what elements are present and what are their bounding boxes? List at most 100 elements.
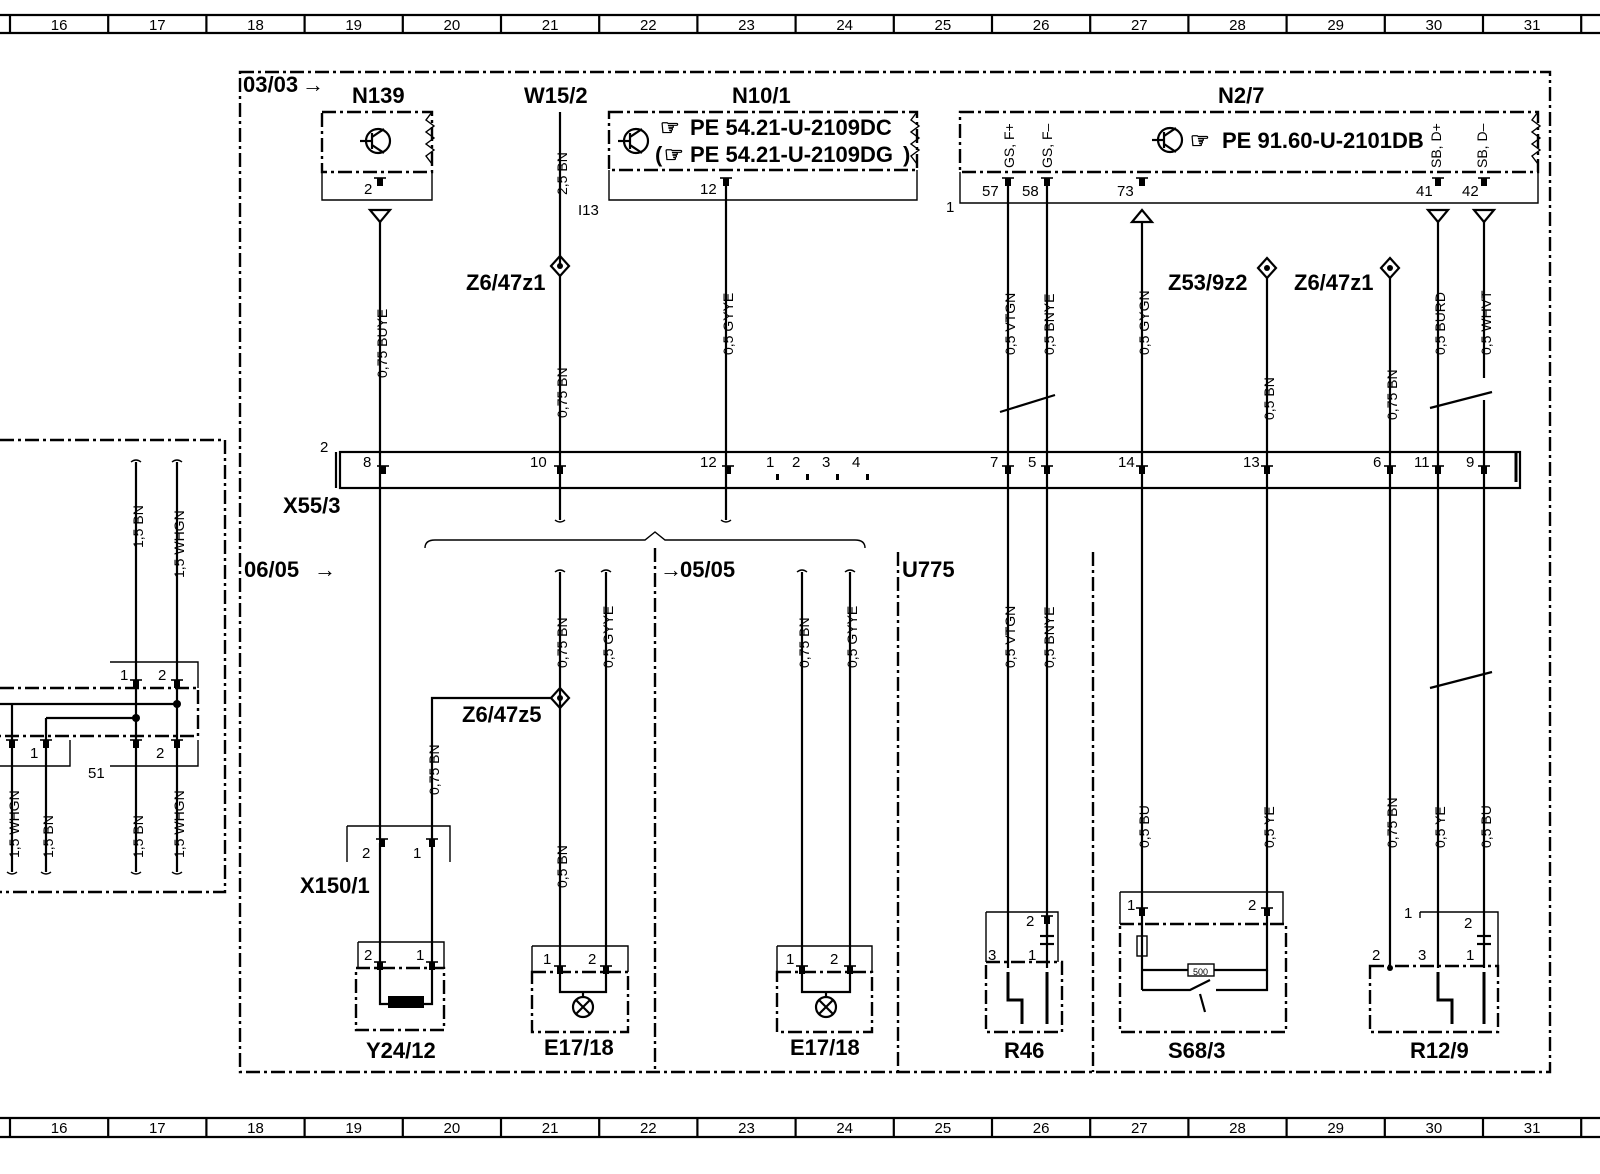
svg-text:0,5 GYYE: 0,5 GYYE	[600, 606, 616, 668]
svg-text:42: 42	[1462, 183, 1479, 200]
ruler-column-top: 28	[1229, 17, 1246, 34]
connector-x150-1: 2 1 X150/1	[300, 825, 451, 968]
svg-text:): )	[903, 142, 910, 167]
ruler-column-bottom: 20	[444, 1120, 461, 1137]
component-n139: N139 2	[320, 83, 436, 224]
svg-text:3: 3	[1418, 947, 1426, 964]
svg-text:0,5 YE: 0,5 YE	[1432, 806, 1448, 848]
svg-text:0,5 BN: 0,5 BN	[1261, 377, 1277, 420]
svg-text:3: 3	[988, 947, 996, 964]
svg-text:41: 41	[1416, 183, 1433, 200]
svg-text:1: 1	[946, 199, 954, 216]
svg-text:4: 4	[852, 454, 860, 471]
svg-text:0,5 BURD: 0,5 BURD	[1432, 292, 1448, 355]
component-label: X55/3	[283, 493, 341, 518]
ruler-column-bottom: 24	[836, 1120, 853, 1137]
svg-text:2: 2	[588, 951, 596, 968]
svg-text:2: 2	[362, 845, 370, 862]
component-s68-3: 1 2 500 S68/3	[1118, 891, 1288, 1063]
wire-n139: 0,75 BUYE	[374, 222, 390, 840]
svg-text:58: 58	[1022, 183, 1039, 200]
svg-text:1: 1	[416, 947, 424, 964]
ruler-column-top: 17	[149, 17, 166, 34]
sensor-icon	[1006, 972, 1049, 1024]
svg-text:1: 1	[1466, 947, 1474, 964]
signal-label: GS, F–	[1039, 123, 1055, 168]
arrow-up-icon	[1129, 208, 1155, 224]
svg-text:1: 1	[766, 454, 774, 471]
component-label: S68/3	[1168, 1038, 1226, 1063]
component-label: X150/1	[300, 873, 370, 898]
svg-text:7: 7	[990, 454, 998, 471]
wire-z53: Z53/9z2 0,5 BN 0,5 YE	[1168, 256, 1278, 910]
svg-text:0,75 BUYE: 0,75 BUYE	[374, 309, 390, 378]
ruler-column-bottom: 27	[1131, 1120, 1148, 1137]
svg-text:0,75 BN: 0,75 BN	[1384, 369, 1400, 420]
component-n2-7: N2/7 1 GS, F+ GS, F– SB, D+ SB, D– ☞ PE …	[946, 83, 1542, 224]
signal-label: GS, F+	[1001, 123, 1017, 168]
ruler-column-top: 23	[738, 17, 755, 34]
arrow-right-icon: →	[302, 72, 324, 97]
svg-text:0,75 BN: 0,75 BN	[554, 367, 570, 418]
svg-text:10: 10	[530, 454, 547, 471]
svg-text:0,5 YE: 0,5 YE	[1261, 806, 1277, 848]
svg-text:1: 1	[543, 951, 551, 968]
signal-label: SB, D+	[1428, 123, 1444, 168]
i13-label: I13	[578, 202, 599, 219]
ruler-column-bottom: 26	[1033, 1120, 1050, 1137]
wire-n2-57-58: 0,5 VTGN 0,5 BNYE 0,5 VTGN 0,5 BNYE	[999, 182, 1057, 968]
svg-text:12: 12	[700, 181, 717, 198]
svg-text:1,5 BN: 1,5 BN	[130, 815, 146, 858]
transistor-icon	[1152, 126, 1184, 154]
svg-text:0,5 BNYE: 0,5 BNYE	[1041, 607, 1057, 668]
wire-e17b: 0,75 BN 0,5 GYYE	[796, 569, 860, 968]
svg-text:2: 2	[364, 181, 372, 198]
wire-z6-right: Z6/47z1 0,75 BN 0,75 BN	[1294, 256, 1401, 968]
ruler-column-bottom: 18	[247, 1120, 264, 1137]
pe-reference-icon: ☞	[660, 115, 680, 140]
page-ref-left: 06/05	[244, 557, 299, 582]
ruler-column-top: 16	[51, 17, 68, 34]
svg-text:1,5 WHGN: 1,5 WHGN	[6, 790, 22, 858]
ruler-column-top: 21	[542, 17, 559, 34]
component-label: R12/9	[1410, 1038, 1469, 1063]
svg-text:8: 8	[363, 454, 371, 471]
component-r12-9: 1 2 3 1 2 R12/9	[1368, 905, 1500, 1063]
pe-reference: PE 54.21-U-2109DG	[690, 142, 893, 167]
svg-text:1: 1	[1404, 905, 1412, 922]
svg-text:0,75 BN: 0,75 BN	[554, 617, 570, 668]
svg-text:2: 2	[1026, 913, 1034, 930]
svg-text:1,5 BN: 1,5 BN	[130, 505, 146, 548]
ground-triangle-icon	[367, 208, 393, 224]
svg-text:2: 2	[320, 439, 328, 456]
ruler-column-top: 30	[1426, 17, 1443, 34]
ruler-column-bottom: 22	[640, 1120, 657, 1137]
svg-text:500: 500	[1193, 967, 1208, 977]
pe-reference: PE 54.21-U-2109DC	[690, 115, 892, 140]
svg-text:0,75 BN: 0,75 BN	[796, 617, 812, 668]
component-r46: 3 2 1 R46	[984, 911, 1064, 1063]
main-frame	[238, 70, 1552, 1074]
svg-text:3: 3	[822, 454, 830, 471]
ruler-column-top: 26	[1033, 17, 1050, 34]
component-y24-12: 2 1 Y24/12	[354, 941, 446, 1063]
svg-text:12: 12	[700, 454, 717, 471]
page-ref-in: 03/03	[243, 72, 298, 97]
svg-text:57: 57	[982, 183, 999, 200]
component-label: N2/7	[1218, 83, 1264, 108]
svg-text:1: 1	[120, 667, 128, 684]
component-label: N139	[352, 83, 405, 108]
arrow-right-icon: →	[660, 557, 682, 582]
wire-w15: 2,5 BN Z6/47z1 0,75 BN	[466, 112, 571, 523]
svg-text:1,5 BN: 1,5 BN	[40, 815, 56, 858]
ruler-column-top: 25	[935, 17, 952, 34]
svg-text:14: 14	[1118, 454, 1135, 471]
svg-text:1: 1	[413, 845, 421, 862]
svg-text:51: 51	[88, 765, 105, 782]
splice-label: Z6/47z5	[462, 702, 542, 727]
svg-text:1,5 WHGN: 1,5 WHGN	[171, 510, 187, 578]
ruler-column-bottom: 25	[935, 1120, 952, 1137]
svg-text:0,75 BN: 0,75 BN	[1384, 797, 1400, 848]
